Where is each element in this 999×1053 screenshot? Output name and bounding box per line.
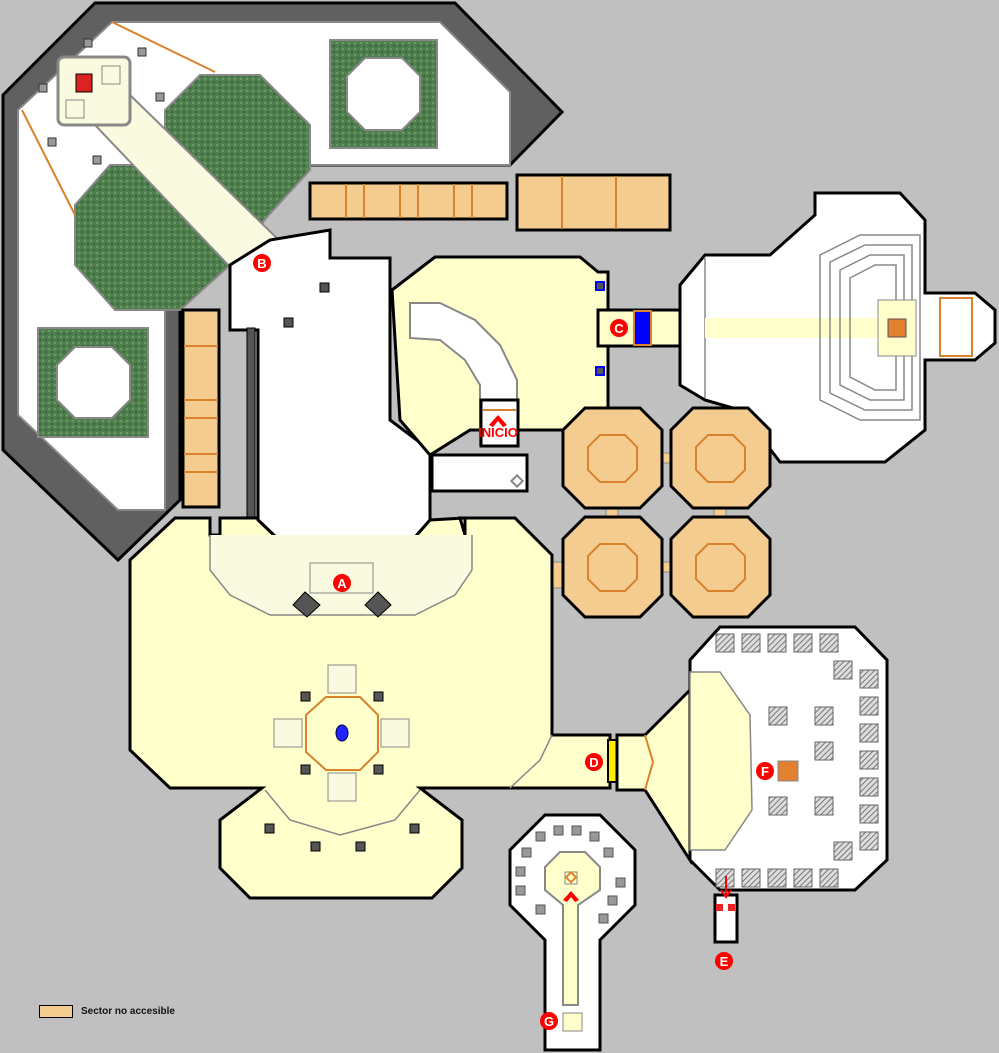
legend-swatch-inaccessible xyxy=(39,1005,73,1018)
legend-label: Sector no accesible xyxy=(81,1006,175,1017)
svg-text:D: D xyxy=(589,755,598,770)
item-diamond-icon xyxy=(509,473,525,489)
blue-key-icon[interactable] xyxy=(335,724,349,742)
svg-text:A: A xyxy=(337,576,347,591)
corridor-e xyxy=(713,893,739,944)
central-platform xyxy=(264,664,420,852)
start-arrow-icon xyxy=(489,415,507,427)
inaccessible-corridor-west xyxy=(181,308,221,509)
svg-text:F: F xyxy=(761,764,769,779)
svg-text:C: C xyxy=(614,321,624,336)
item-f-icon[interactable] xyxy=(777,760,799,782)
start-label: INICIO xyxy=(478,425,518,440)
crates xyxy=(715,633,879,888)
marker-c[interactable]: C xyxy=(610,319,628,337)
inaccessible-octagons xyxy=(551,406,772,619)
marker-e[interactable]: E xyxy=(715,952,733,970)
start-room xyxy=(479,398,520,448)
arrow-down-icon xyxy=(720,876,732,899)
room-d-connector xyxy=(615,686,692,866)
east-stairs xyxy=(819,234,921,421)
pillar-octagon-2 xyxy=(56,346,131,419)
svg-text:B: B xyxy=(257,256,266,271)
marker-b[interactable]: B xyxy=(253,254,271,272)
svg-text:G: G xyxy=(544,1014,554,1029)
svg-text:E: E xyxy=(720,954,729,969)
marker-f[interactable]: F xyxy=(756,762,774,780)
legend: Sector no accesible xyxy=(39,1005,175,1018)
marker-a[interactable]: A xyxy=(333,574,351,592)
platform-nw xyxy=(56,55,132,127)
marker-g[interactable]: G xyxy=(540,1012,558,1030)
item-markers-nw xyxy=(38,38,165,165)
exit-switch-icon[interactable] xyxy=(75,73,93,93)
pillar-octagon-1 xyxy=(346,57,421,131)
exit-switch-east-icon[interactable] xyxy=(887,318,907,338)
inaccessible-corridor-north xyxy=(308,173,672,232)
central-hall xyxy=(228,228,432,562)
blue-door[interactable] xyxy=(633,310,652,346)
marker-d[interactable]: D xyxy=(585,753,603,771)
